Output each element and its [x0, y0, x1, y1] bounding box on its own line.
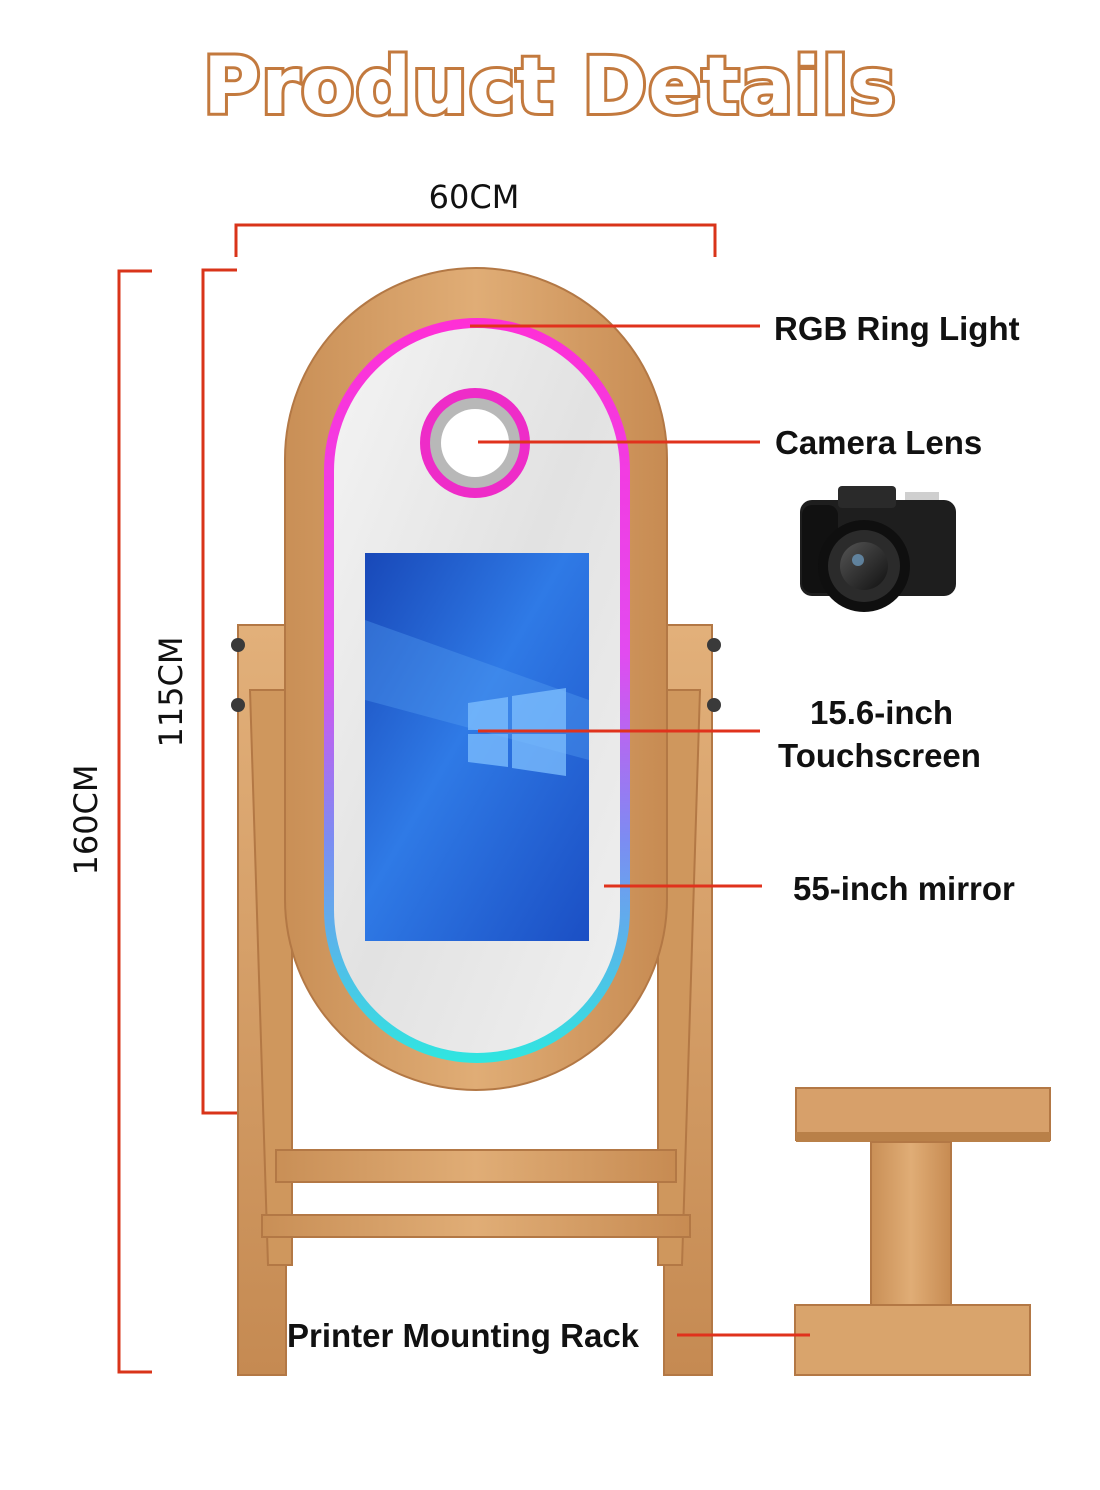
touchscreen-label-line2: Touchscreen: [778, 737, 981, 774]
touchscreen-label-line1: 15.6-inch: [810, 694, 954, 731]
rack-column: [870, 1141, 952, 1311]
mirror-label: 55-inch mirror: [793, 870, 1015, 907]
stand-crossbar-upper: [275, 1149, 677, 1183]
ring-light-label: RGB Ring Light: [774, 310, 1020, 347]
rack-base-board: [794, 1304, 1031, 1376]
total-height-label: 160CM: [67, 764, 105, 876]
stand-crossbar-lower: [261, 1214, 691, 1238]
bolt-right-top: [707, 638, 721, 652]
mirror-height-dimension-line: [201, 268, 237, 1115]
bolt-left-top: [231, 638, 245, 652]
camera-icon: [800, 486, 956, 612]
windows-logo-icon: [468, 688, 566, 776]
mirror-frame: [284, 267, 668, 1091]
page-title: Product Details: [200, 39, 899, 135]
printer-rack: [794, 1087, 1051, 1376]
callout-lines: [470, 324, 810, 1337]
camera-lens-label: Camera Lens: [775, 424, 983, 461]
bolt-right-bottom: [707, 698, 721, 712]
mirror-height-label: 115CM: [152, 636, 190, 748]
stand-right-leg: [657, 689, 702, 1266]
bolt-left-bottom: [231, 698, 245, 712]
easel-stand: [231, 624, 721, 1376]
width-dimension-line: [234, 223, 717, 257]
stand-left-leg: [248, 689, 293, 1266]
width-label: 60CM: [428, 178, 520, 216]
total-height-dimension-line: [117, 269, 152, 1374]
dimension-lines: [117, 223, 717, 1374]
printer-rack-label: Printer Mounting Rack: [287, 1317, 640, 1354]
camera-lens-glass: [441, 409, 509, 477]
